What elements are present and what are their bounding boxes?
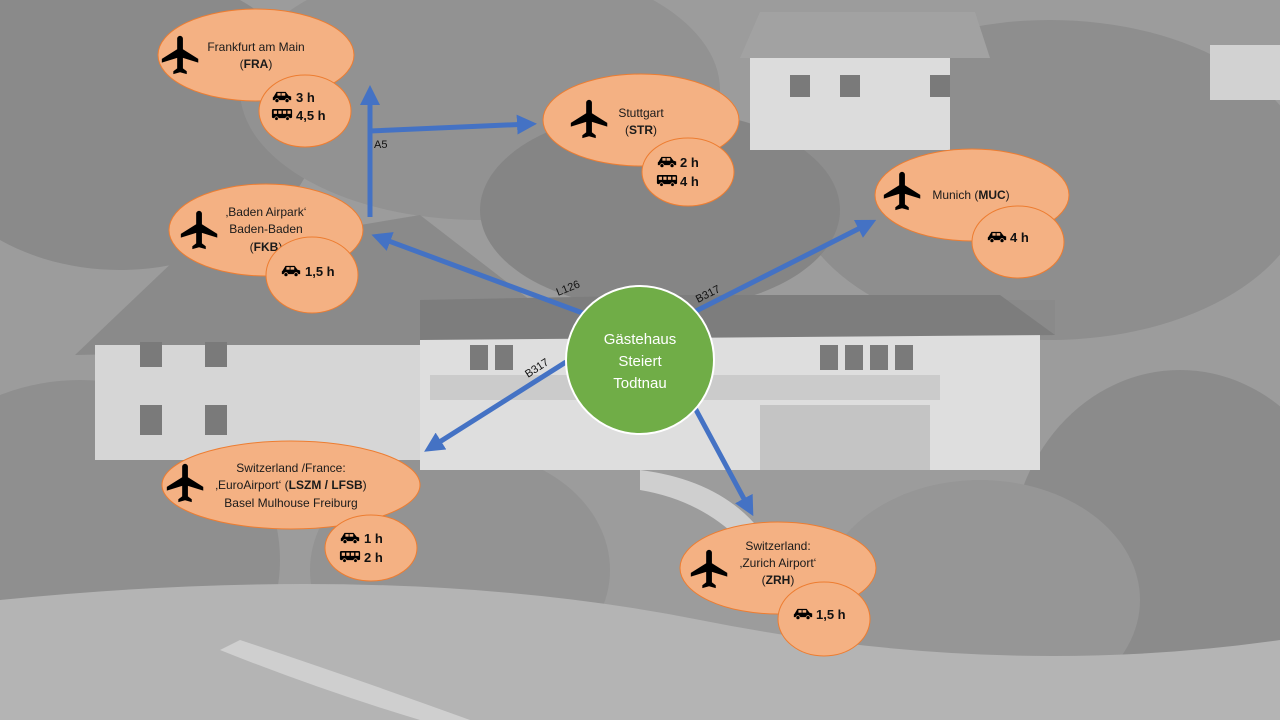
arrow-to-stuttgart bbox=[369, 114, 537, 135]
zurich-car-time: 1,5 h bbox=[816, 607, 846, 622]
frankfurt-name: Frankfurt am Main bbox=[207, 40, 304, 54]
munich-name: Munich (MUC) bbox=[932, 188, 1009, 202]
baden-name-2: Baden-Baden bbox=[229, 222, 302, 236]
stuttgart-name: Stuttgart bbox=[618, 106, 664, 120]
basel-line-3: Basel Mulhouse Freiburg bbox=[224, 496, 357, 510]
baden-name-1: ‚Baden Airpark‘ bbox=[226, 205, 307, 219]
route-arrows bbox=[360, 84, 877, 517]
airport-frankfurt: Frankfurt am Main (FRA) 3 h 4,5 h bbox=[157, 8, 355, 148]
zurich-code-line: (ZRH) bbox=[762, 573, 795, 587]
munich-car-time: 4 h bbox=[1010, 230, 1029, 245]
zurich-line-2: ‚Zurich Airport‘ bbox=[740, 556, 817, 570]
stuttgart-code-line: (STR) bbox=[625, 123, 657, 137]
arrow-to-zurich bbox=[692, 406, 754, 517]
airport-baden: ‚Baden Airpark‘ Baden-Baden (FKB) 1,5 h bbox=[168, 183, 364, 314]
guesthouse-hub: Gästehaus Steiert Todtnau bbox=[565, 285, 715, 435]
airport-basel: Switzerland /France: ‚EuroAirport‘ (LSZM… bbox=[161, 440, 421, 582]
basel-line-1: Switzerland /France: bbox=[236, 461, 345, 475]
hub-line-1: Gästehaus bbox=[604, 331, 677, 348]
frankfurt-bus-time: 4,5 h bbox=[296, 108, 326, 123]
airport-zurich: Switzerland: ‚Zurich Airport‘ (ZRH) 1,5 … bbox=[679, 521, 877, 657]
stuttgart-bus-time: 4 h bbox=[680, 174, 699, 189]
airport-munich: Munich (MUC) 4 h bbox=[874, 148, 1070, 279]
road-label-l126: L126 bbox=[555, 278, 582, 298]
arrow-to-baden bbox=[371, 232, 589, 318]
basel-bus-time: 2 h bbox=[364, 550, 383, 565]
airport-stuttgart: Stuttgart (STR) 2 h 4 h bbox=[542, 73, 740, 207]
stuttgart-car-time: 2 h bbox=[680, 155, 699, 170]
arrow-to-basel bbox=[424, 359, 568, 452]
frankfurt-code-line: (FRA) bbox=[240, 57, 273, 71]
hub-line-2: Steiert bbox=[618, 353, 662, 370]
basel-car-time: 1 h bbox=[364, 531, 383, 546]
zurich-line-1: Switzerland: bbox=[745, 539, 810, 553]
road-label-a5: A5 bbox=[374, 139, 387, 151]
hub-line-3: Todtnau bbox=[613, 375, 666, 392]
baden-car-time: 1,5 h bbox=[305, 264, 335, 279]
arrow-to-munich bbox=[692, 219, 877, 315]
basel-line-2: ‚EuroAirport‘ (LSZM / LFSB) bbox=[215, 478, 366, 492]
frankfurt-car-time: 3 h bbox=[296, 90, 315, 105]
